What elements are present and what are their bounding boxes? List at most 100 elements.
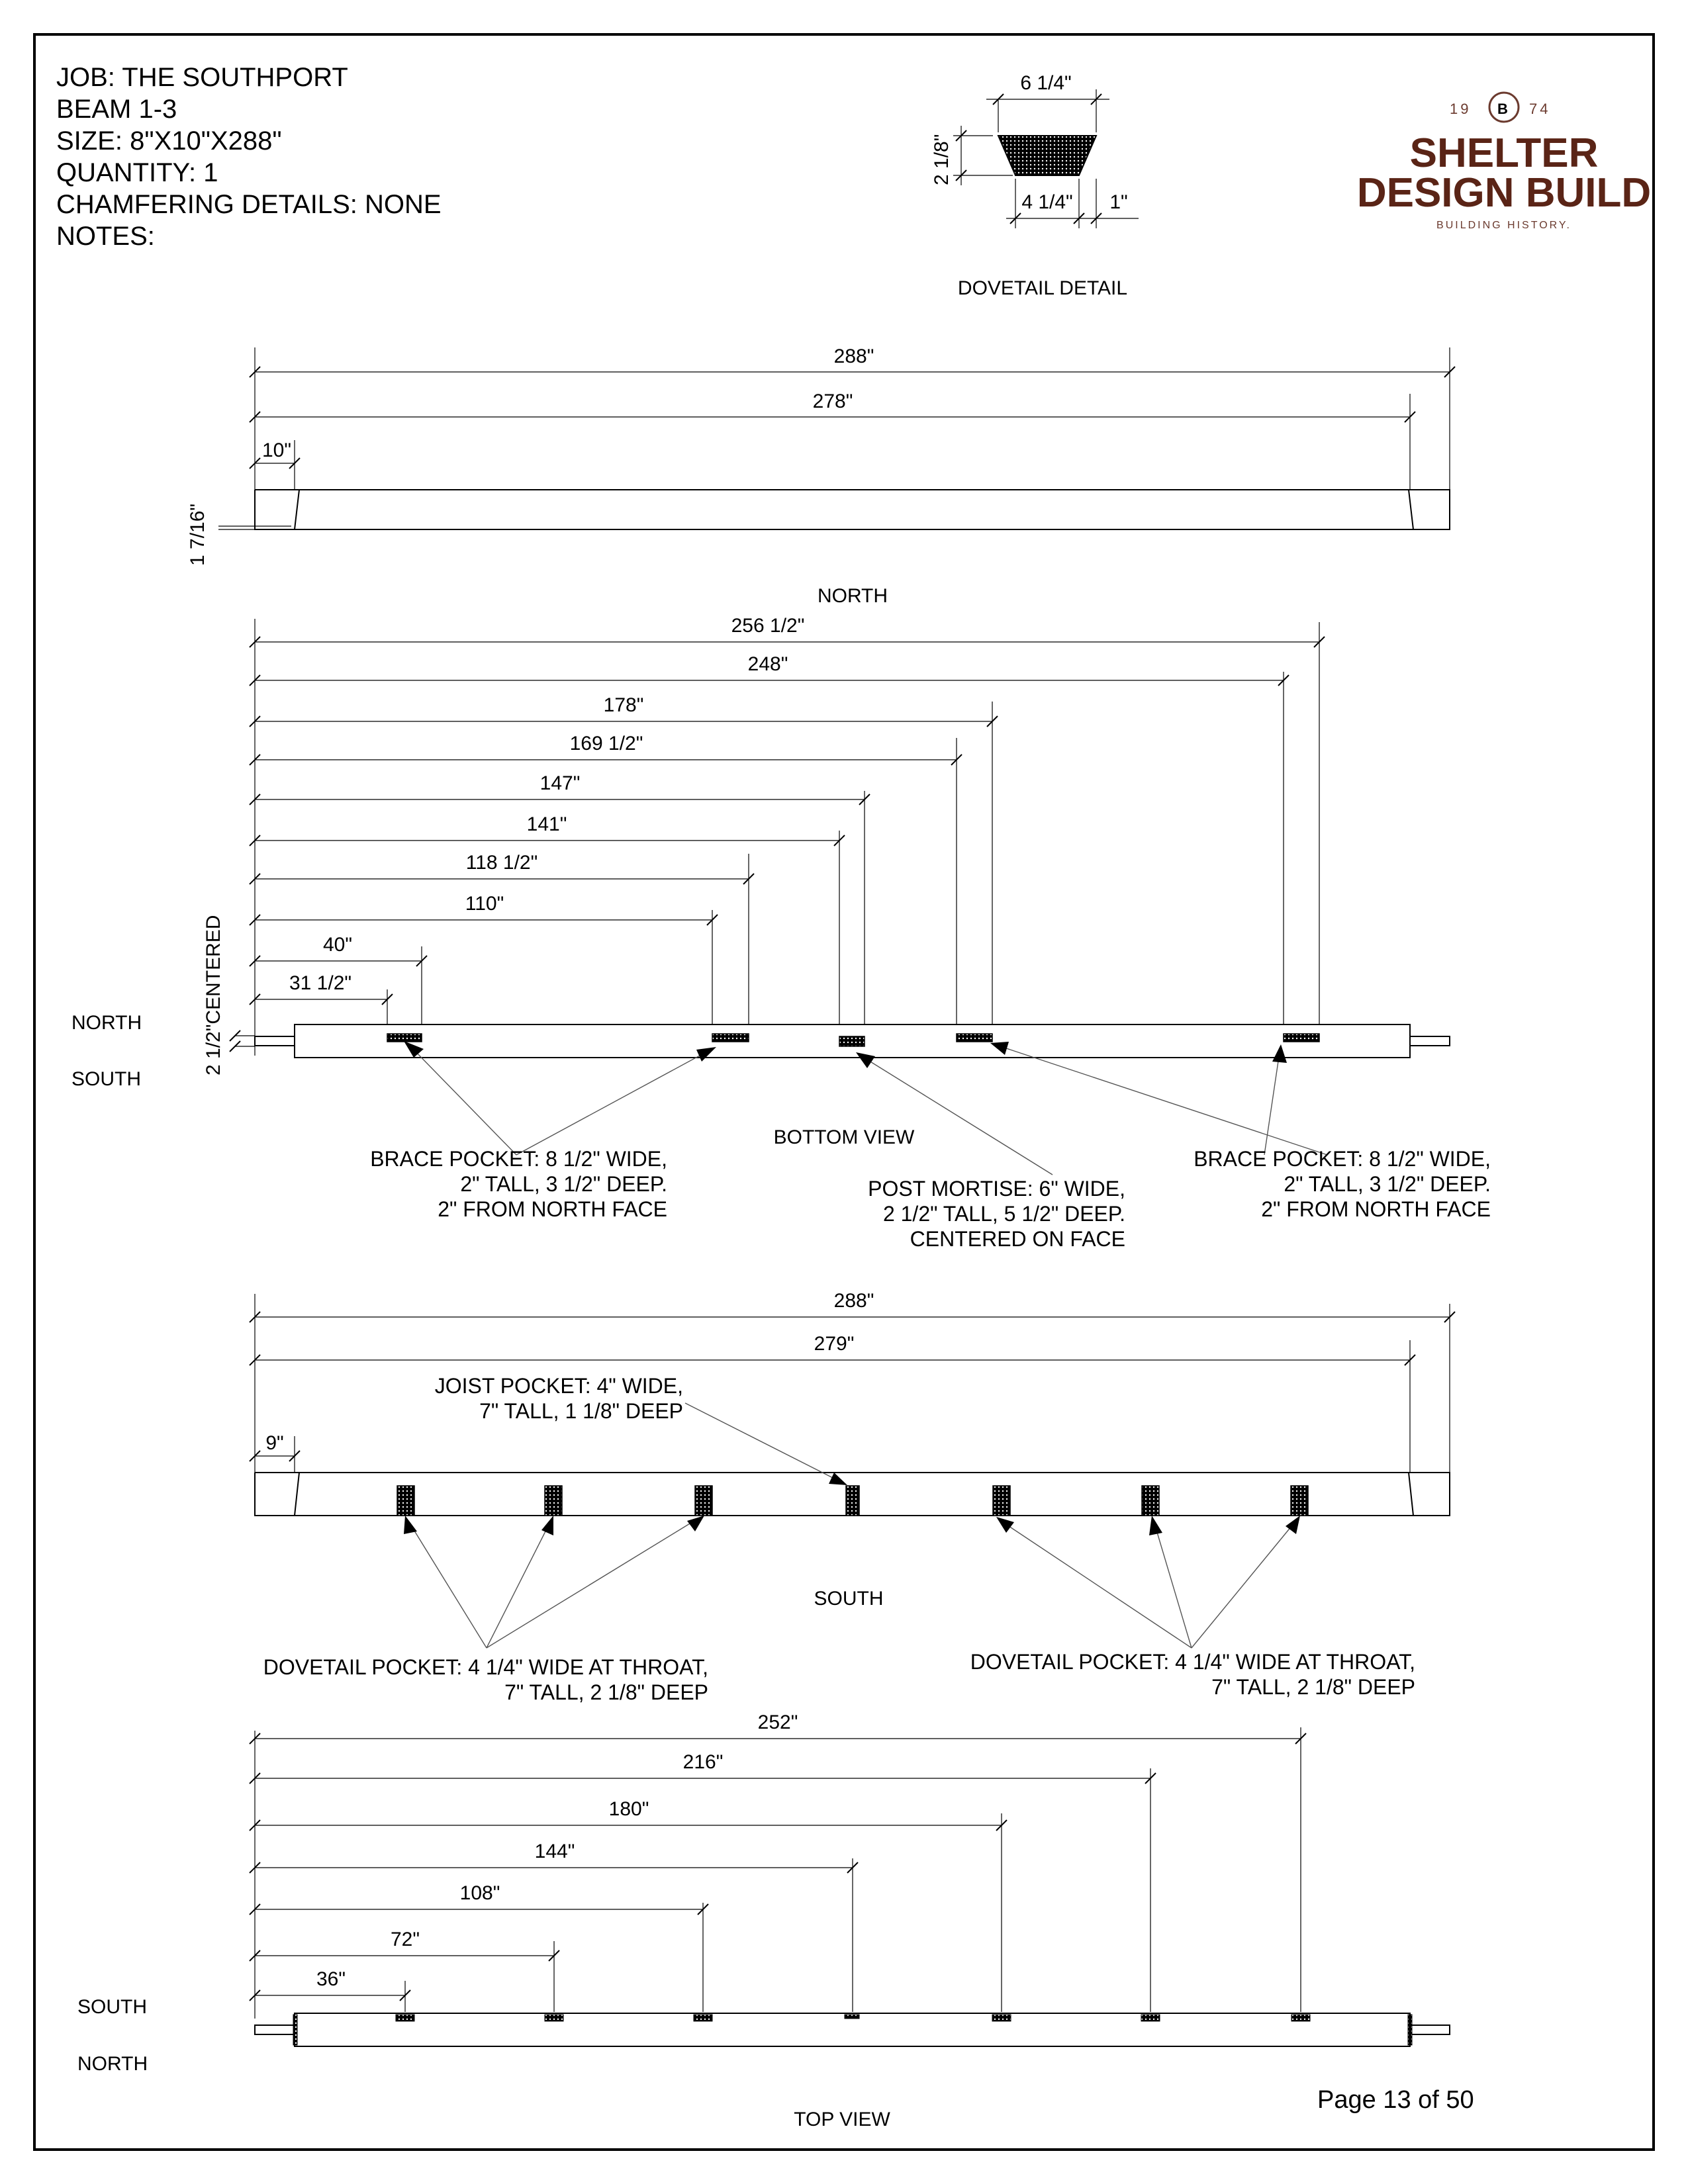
dovetail-pocket <box>544 2014 564 2022</box>
svg-text:7" TALL, 2 1/8" DEEP: 7" TALL, 2 1/8" DEEP <box>504 1680 708 1704</box>
top-dim-36: 36" <box>316 1968 346 1990</box>
dovetail-height: 2 1/8" <box>931 134 953 185</box>
top-view-tenon-left <box>254 2025 295 2035</box>
bottom-view-tenon-left <box>254 1036 295 1046</box>
arrow-icon <box>856 1052 875 1068</box>
top-dim-144: 144" <box>535 1841 575 1862</box>
dovetail-pocket <box>992 1485 1011 1516</box>
joist-pocket <box>844 2014 860 2019</box>
bottom-dim-118-5: 118 1/2" <box>466 852 538 874</box>
bottom-view-title: BOTTOM VIEW <box>774 1126 915 1148</box>
svg-text:POST MORTISE: 6" WIDE,: POST MORTISE: 6" WIDE, <box>868 1177 1125 1201</box>
arrow-icon <box>990 1042 1009 1055</box>
elev1-vertical-dim: 1 7/16" <box>187 504 209 566</box>
svg-text:B: B <box>1497 101 1508 117</box>
elev2-dim-9: 9" <box>265 1432 283 1454</box>
dovetail-pocket <box>992 2014 1011 2022</box>
bottom-dim-31-5: 31 1/2" <box>289 972 352 994</box>
dovetail-pocket <box>693 2014 713 2022</box>
logo-year-left: 19 <box>1450 101 1471 117</box>
arrow-icon <box>541 1516 553 1535</box>
elev2-south-label: SOUTH <box>814 1588 884 1610</box>
dovetail-pocket-note-left: DOVETAIL POCKET: 4 1/4" WIDE AT THROAT, … <box>263 1655 708 1704</box>
svg-text:2 1/2" TALL, 5 1/2" DEEP.: 2 1/2" TALL, 5 1/2" DEEP. <box>883 1202 1125 1226</box>
bottom-dim-110: 110" <box>465 893 504 915</box>
elevation-2: 288" 279" 9" JOIST POCKET: 4" WIDE, 7" T… <box>249 1290 1456 1704</box>
arrow-icon <box>829 1473 847 1485</box>
bottom-view: NORTH 256 1/2" 248" 178" 169 1/2" 147" <box>71 585 1491 1251</box>
bottom-view-south-side: SOUTH <box>71 1068 141 1090</box>
arrow-icon <box>687 1516 704 1531</box>
dovetail-offset: 1" <box>1109 191 1127 213</box>
arrow-icon <box>696 1047 716 1062</box>
arrow-icon <box>1272 1044 1287 1063</box>
arrow-icon <box>996 1517 1014 1533</box>
brace-pocket <box>387 1033 422 1042</box>
top-dim-252: 252" <box>758 1711 798 1733</box>
svg-text:7" TALL, 1 1/8" DEEP: 7" TALL, 1 1/8" DEEP <box>479 1399 683 1423</box>
svg-text:BRACE POCKET: 8 1/2" WIDE,: BRACE POCKET: 8 1/2" WIDE, <box>370 1147 667 1171</box>
top-view: 252" 216" 180" 144" 108" 72" 36" <box>77 1711 1450 2130</box>
elev2-dim-288: 288" <box>834 1290 874 1312</box>
brace-pocket <box>712 1033 749 1042</box>
logo-line1: SHELTER <box>1410 130 1599 176</box>
post-mortise-note: POST MORTISE: 6" WIDE, 2 1/2" TALL, 5 1/… <box>868 1177 1125 1251</box>
bottom-view-north-side: NORTH <box>71 1012 142 1034</box>
logo-tagline: BUILDING HISTORY. <box>1436 220 1571 231</box>
top-view-title: TOP VIEW <box>794 2109 890 2130</box>
dovetail-pocket <box>1141 2014 1160 2022</box>
arrow-icon <box>1149 1516 1162 1535</box>
bottom-view-tenon-right <box>1409 1036 1450 1046</box>
company-logo: 19 B 74 SHELTER DESIGN BUILD BUILDING HI… <box>1357 91 1651 231</box>
dovetail-detail: 6 1/4" 2 1/8" 4 1/4" 1" DOVETAIL DETAIL <box>931 72 1139 299</box>
elevation-1: 288" 278" 10" 1 7/16" <box>187 345 1456 566</box>
dovetail-bottom-width: 4 1/4" <box>1021 191 1072 213</box>
brace-pocket <box>956 1033 993 1042</box>
svg-text:JOIST POCKET: 4" WIDE,: JOIST POCKET: 4" WIDE, <box>435 1374 683 1398</box>
chamfering-details: CHAMFERING DETAILS: NONE <box>56 190 442 219</box>
brace-pocket <box>1283 1033 1320 1042</box>
post-mortise <box>839 1036 865 1047</box>
joist-pocket-note: JOIST POCKET: 4" WIDE, 7" TALL, 1 1/8" D… <box>435 1374 683 1423</box>
svg-text:2" TALL, 3 1/2" DEEP.: 2" TALL, 3 1/2" DEEP. <box>460 1172 667 1196</box>
logo-line2: DESIGN BUILD <box>1357 170 1651 216</box>
bottom-view-centered-dim: 2 1/2"CENTERED <box>203 915 224 1075</box>
page-border <box>33 33 1655 2151</box>
dovetail-profile <box>997 135 1098 176</box>
bottom-dim-147: 147" <box>540 772 581 794</box>
elev2-dim-279: 279" <box>814 1333 855 1355</box>
top-dim-180: 180" <box>609 1798 649 1820</box>
top-view-tenon-right <box>1409 2025 1450 2035</box>
notes-label: NOTES: <box>56 222 155 251</box>
arrow-icon <box>404 1041 424 1058</box>
svg-text:DOVETAIL POCKET: 4 1/4" WIDE A: DOVETAIL POCKET: 4 1/4" WIDE AT THROAT, <box>970 1650 1415 1674</box>
svg-text:DOVETAIL POCKET: 4 1/4" WIDE A: DOVETAIL POCKET: 4 1/4" WIDE AT THROAT, <box>263 1655 708 1679</box>
bottom-view-north-top: NORTH <box>818 585 888 607</box>
beam-id: BEAM 1-3 <box>56 95 177 124</box>
arrow-icon <box>404 1516 417 1534</box>
top-view-south-side: SOUTH <box>77 1996 147 2018</box>
elev1-beam-outline <box>254 489 1450 530</box>
bottom-dim-256-5: 256 1/2" <box>731 615 805 637</box>
svg-text:7" TALL, 2 1/8" DEEP: 7" TALL, 2 1/8" DEEP <box>1211 1675 1415 1699</box>
svg-text:2" FROM NORTH FACE: 2" FROM NORTH FACE <box>438 1197 667 1221</box>
logo-year-right: 74 <box>1529 101 1550 117</box>
top-dim-108: 108" <box>460 1882 500 1904</box>
bottom-dim-169-5: 169 1/2" <box>570 733 643 754</box>
elev1-dim-288: 288" <box>834 345 874 367</box>
dovetail-pocket <box>1141 1485 1160 1516</box>
bottom-dim-178: 178" <box>604 694 644 716</box>
beam-size: SIZE: 8"X10"X288" <box>56 126 282 156</box>
dovetail-top-width: 6 1/4" <box>1020 72 1071 94</box>
top-dim-72: 72" <box>391 1929 420 1950</box>
top-view-north-side: NORTH <box>77 2053 148 2075</box>
beam-quantity: QUANTITY: 1 <box>56 158 218 187</box>
elev1-dim-10: 10" <box>262 439 291 461</box>
elev1-dim-278: 278" <box>813 390 853 412</box>
bottom-dim-40: 40" <box>323 934 352 956</box>
brace-pocket-note-left: BRACE POCKET: 8 1/2" WIDE, 2" TALL, 3 1/… <box>370 1147 667 1221</box>
logo-emblem-icon <box>1488 91 1520 123</box>
svg-text:2" TALL, 3 1/2" DEEP.: 2" TALL, 3 1/2" DEEP. <box>1284 1172 1491 1196</box>
dovetail-pocket <box>1291 2014 1311 2022</box>
